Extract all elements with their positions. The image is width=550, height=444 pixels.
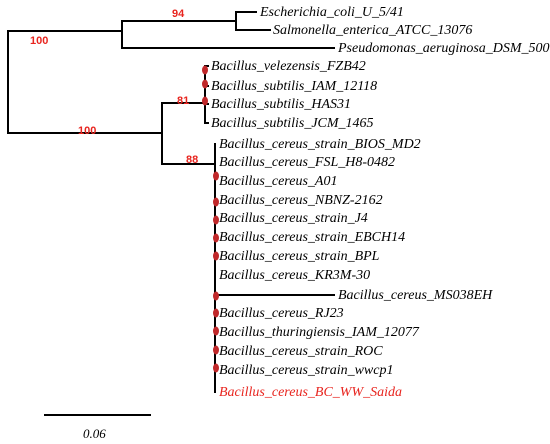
- taxon-label: Bacillus_cereus_strain_BPL: [219, 249, 380, 264]
- bootstrap-subtilis: 81: [177, 95, 189, 107]
- taxon-label: Bacillus_cereus_strain_EBCH14: [219, 230, 405, 245]
- taxon-label: Bacillus_subtilis_JCM_1465: [211, 116, 374, 131]
- node-dot: [213, 308, 219, 318]
- node-dot: [213, 251, 219, 261]
- node-dot: [213, 197, 219, 207]
- scale-bar-label: 0.06: [83, 426, 106, 441]
- taxon-label: Bacillus_cereus_strain_wwcp1: [219, 363, 393, 378]
- taxon-label: Pseudomonas_aeruginosa_DSM_50071: [337, 41, 550, 56]
- bootstrap-enterics: 94: [172, 8, 185, 20]
- node-dot: [213, 171, 219, 181]
- node-dot: [213, 345, 219, 355]
- taxon-label: Bacillus_cereus_NBNZ-2162: [219, 193, 383, 208]
- node-dot: [213, 291, 219, 301]
- taxon-label: Bacillus_subtilis_HAS31: [211, 97, 351, 112]
- taxon-label: Bacillus_velezensis_FZB42: [211, 59, 366, 74]
- taxon-label: Bacillus_cereus_FSL_H8-0482: [219, 155, 395, 170]
- bootstrap-cereus: 88: [186, 154, 198, 166]
- node-dot: [213, 215, 219, 225]
- node-dot: [213, 233, 219, 243]
- node-dot: [213, 363, 219, 373]
- taxon-label: Escherichia_coli_U_5/41: [259, 5, 404, 20]
- bootstrap-root-lower: 100: [78, 125, 96, 137]
- taxon-label: Bacillus_cereus_strain_ROC: [219, 344, 383, 359]
- node-dots: [202, 65, 219, 373]
- node-dot: [202, 96, 208, 106]
- bootstrap-root-upper: 100: [30, 35, 48, 47]
- taxon-label-highlighted: Bacillus_cereus_BC_WW_Saida: [219, 385, 402, 400]
- node-dot: [202, 79, 208, 89]
- taxon-label: Salmonella_enterica_ATCC_13076: [273, 23, 472, 38]
- taxon-label: Bacillus_cereus_strain_J4: [219, 211, 368, 226]
- taxon-label: Bacillus_cereus_strain_BIOS_MD2: [219, 137, 421, 152]
- node-dot: [213, 326, 219, 336]
- taxon-label: Bacillus_cereus_KR3M-30: [219, 268, 370, 283]
- taxon-label: Bacillus_thuringiensis_IAM_12077: [219, 325, 420, 340]
- taxon-label: Bacillus_cereus_MS038EH: [338, 288, 493, 303]
- taxon-label: Bacillus_subtilis_IAM_12118: [211, 79, 377, 94]
- taxon-label: Bacillus_cereus_RJ23: [219, 306, 344, 321]
- taxon-label: Bacillus_cereus_A01: [219, 174, 337, 189]
- node-dot: [202, 65, 208, 75]
